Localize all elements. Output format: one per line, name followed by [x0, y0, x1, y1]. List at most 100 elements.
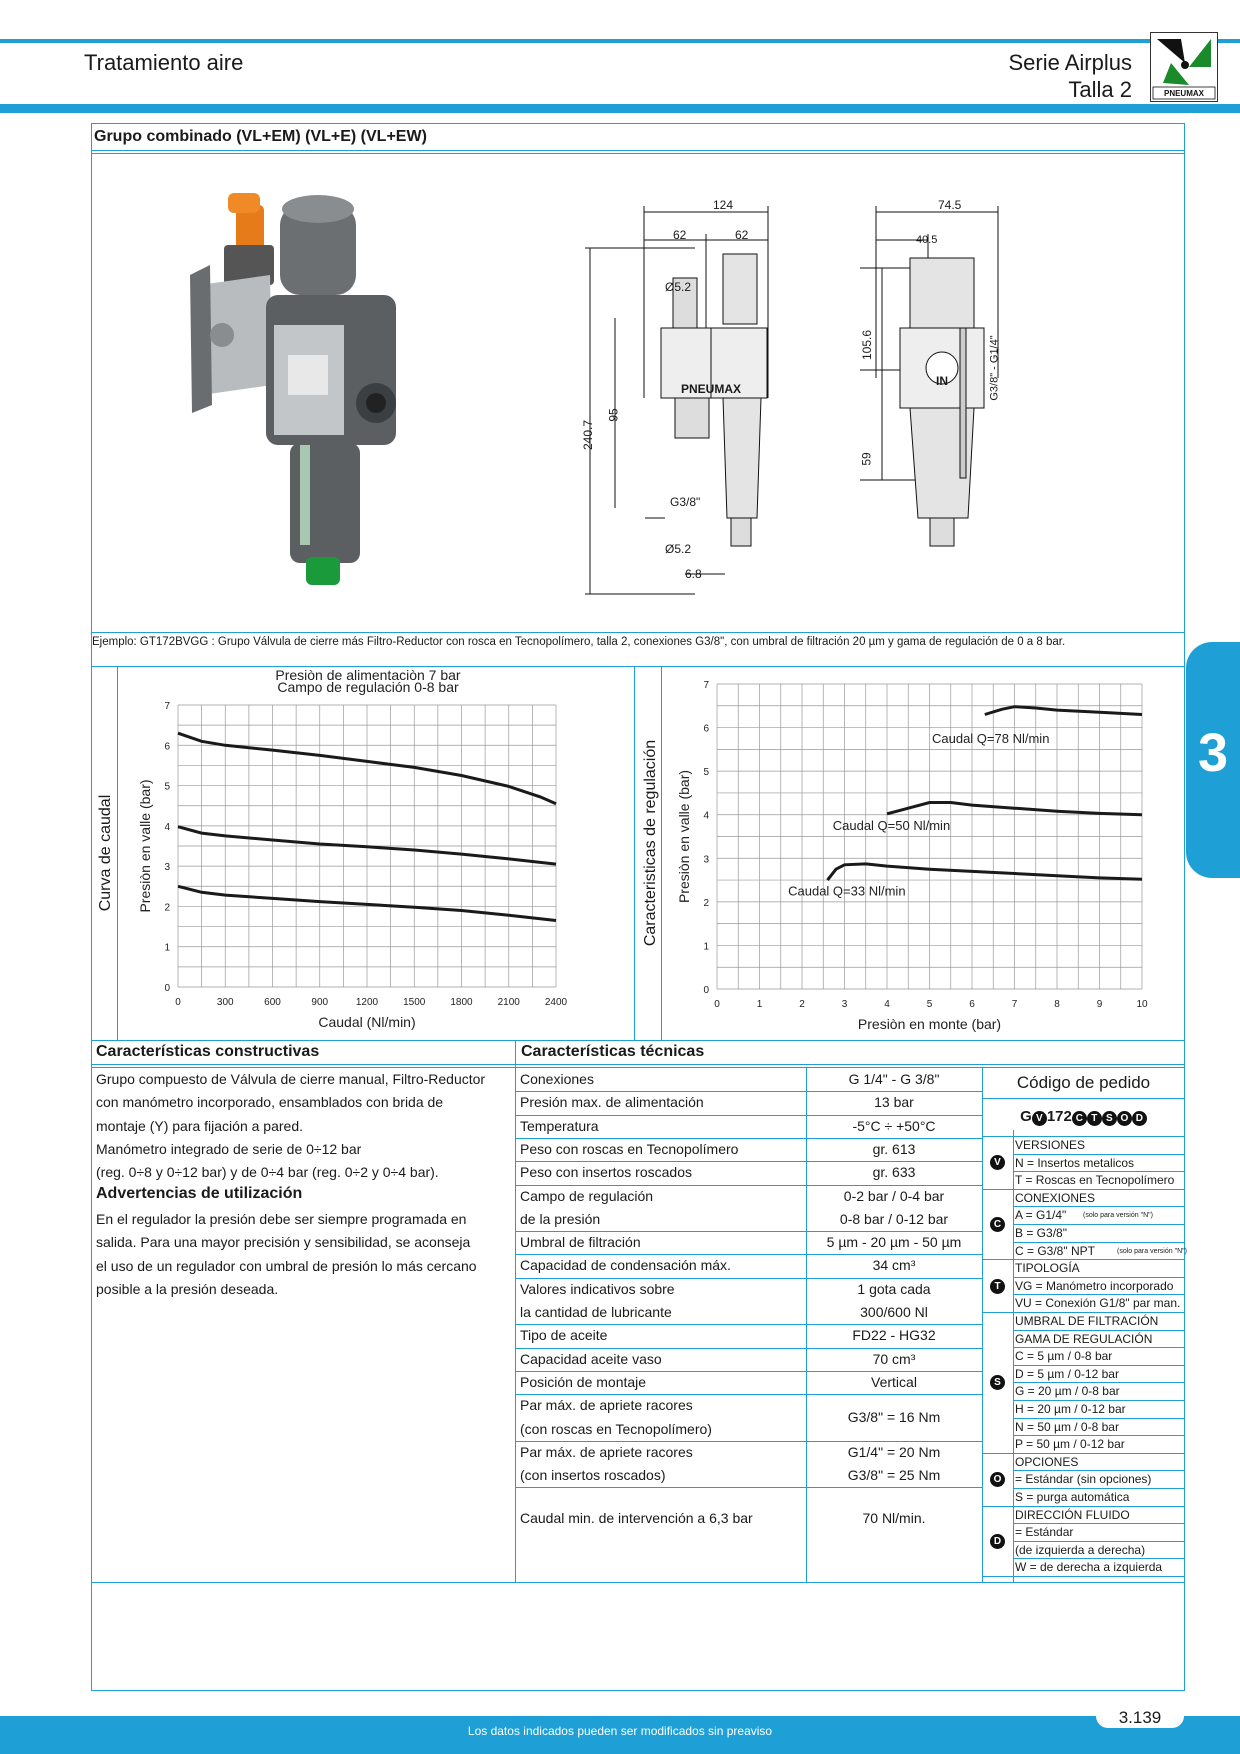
- tecnicas-label: Umbral de filtración: [520, 1234, 641, 1251]
- tecnicas-row-line: [515, 1231, 982, 1233]
- codigo-line: [1013, 1558, 1185, 1560]
- y-tick-label: 6: [164, 741, 170, 752]
- page-number-tab: 3.139: [1096, 1706, 1184, 1728]
- codigo-group-line: [982, 1505, 1185, 1507]
- codigo-item: N = Insertos metalicos: [1015, 1155, 1135, 1170]
- codigo-item: D = 5 µm / 0-12 bar: [1015, 1366, 1119, 1381]
- dim-g38: G3/8": [670, 495, 701, 509]
- codigo-group-line: [982, 1312, 1185, 1313]
- x-tick-label: 3: [842, 999, 848, 1010]
- codigo-badge: O: [990, 1472, 1005, 1488]
- front-dimension-drawing: 124 62 62 Ø5.2 240.7 95 G3/8" Ø5.2 6.8 P…: [581, 198, 805, 598]
- tecnicas-row-line: [515, 1161, 982, 1163]
- code-prefix: G: [1020, 1108, 1032, 1125]
- codigo-item: A = G1/4"(solo para versión "N"): [1015, 1208, 1153, 1223]
- side-dimension-drawing: 74.5 40.5 105.6 59 G3/8" - G1/4" IN: [860, 198, 1040, 598]
- codigo-line: [1013, 1470, 1185, 1472]
- y-tick-label: 3: [703, 854, 709, 865]
- codigo-group-line: [982, 1188, 1185, 1190]
- codigo-item: G = 20 µm / 0-8 bar: [1015, 1384, 1120, 1399]
- series-line: [826, 862, 1143, 882]
- x-tick-label: 2: [799, 999, 805, 1010]
- chapter-tab[interactable]: 3: [1186, 642, 1240, 878]
- series-name: Serie Airplus: [1008, 50, 1132, 75]
- content-frame: [91, 123, 1185, 1691]
- advertencias-line: salida. Para una mayor precisión y sensi…: [96, 1234, 471, 1251]
- tecnicas-value: G 1/4" - G 3/8": [848, 1071, 940, 1087]
- x-tick-label: 2100: [498, 997, 521, 1008]
- codigo-line: [1013, 1523, 1185, 1525]
- tecnicas-value: 70 cm³: [872, 1350, 916, 1367]
- code-t: T: [1086, 1111, 1102, 1126]
- y-tick-label: 5: [703, 767, 709, 778]
- codigo-group-line: [982, 1452, 1185, 1454]
- tecnicas-value: G3/8" = 25 Nm: [847, 1467, 941, 1484]
- chapter-number: 3: [1197, 723, 1229, 783]
- series-label: Caudal Q=50 Nl/min: [833, 818, 950, 833]
- tecnicas-row-line: [515, 1440, 982, 1442]
- dim-dia-top: Ø5.2: [665, 280, 692, 294]
- constructivas-line: montaje (Y) para fijación a pared.: [96, 1117, 303, 1134]
- tecnicas-label: Peso con insertos roscados: [520, 1164, 692, 1181]
- tecnicas-row-line: [515, 1137, 982, 1139]
- tecnicas-row-line: [515, 1254, 982, 1256]
- constructivas-line: (reg. 0÷8 y 0÷12 bar) y de 0÷4 bar (reg.…: [96, 1164, 439, 1181]
- series-line: [886, 801, 1143, 817]
- x-tick-label: 0: [714, 999, 720, 1010]
- codigo-badge: D: [990, 1533, 1005, 1549]
- chart1-side-label: Curva de caudal: [97, 794, 114, 912]
- tecnicas-row-line: [515, 1324, 982, 1326]
- chart-subtitle: Campo de regulación 0-8 bar: [277, 679, 459, 695]
- x-tick-label: 4: [884, 999, 890, 1010]
- chart-title: Presiòn de alimentaciòn 7 bar: [275, 668, 461, 683]
- x-tick-label: 10: [1136, 999, 1148, 1010]
- y-tick-label: 6: [703, 724, 709, 735]
- tecnicas-label: Campo de regulación: [520, 1187, 654, 1204]
- series-size: Talla 2: [1068, 77, 1132, 102]
- codigo-item: T = Roscas en Tecnopolímero: [1015, 1173, 1175, 1188]
- y-tick-label: 4: [164, 822, 170, 833]
- x-axis-label: Caudal (Nl/min): [318, 1014, 415, 1030]
- header-band: [0, 104, 1240, 113]
- codigo-item: P = 50 µm / 0-12 bar: [1015, 1437, 1125, 1452]
- tecnicas-row-line: [515, 1184, 982, 1186]
- tecnicas-label: Tipo de aceite: [520, 1327, 608, 1344]
- y-axis-label: Presiòn en valle (bar): [676, 770, 692, 903]
- in-port-label: IN: [936, 374, 948, 388]
- codigo-item: N = 50 µm / 0-8 bar: [1015, 1419, 1119, 1434]
- tecnicas-value: 5 µm - 20 µm - 50 µm: [826, 1234, 962, 1251]
- tecnicas-label: Conexiones: [520, 1071, 594, 1087]
- codigo-line: [1013, 1294, 1185, 1296]
- code-d: D: [1131, 1111, 1147, 1126]
- y-axis-label: Presiòn en valle (bar): [137, 779, 153, 912]
- codigo-badge: C: [990, 1217, 1005, 1232]
- tecnicas-label: de la presión: [520, 1210, 601, 1227]
- codigo-item: VU = Conexión G1/8" par man.: [1015, 1296, 1181, 1311]
- codigo-line: [1013, 1540, 1185, 1542]
- codigo-item: = Estándar: [1015, 1525, 1074, 1540]
- tecnicas-value: 13 bar: [874, 1094, 914, 1111]
- tecnicas-value: G1/4" = 20 Nm: [847, 1443, 941, 1460]
- codigo-item: C = 5 µm / 0-8 bar: [1015, 1349, 1113, 1364]
- tecnicas-label: Presión max. de alimentación: [520, 1094, 704, 1111]
- code-c: C: [1071, 1111, 1087, 1126]
- tecnicas-label: Caudal min. de intervención a 6,3 bar: [520, 1510, 753, 1527]
- tecnicas-label: Par máx. de apriete racores: [520, 1397, 693, 1414]
- codigo-note: (solo para versión "N"): [1117, 1247, 1187, 1255]
- code-v: V: [1031, 1111, 1047, 1126]
- tecnicas-row-line: [515, 1114, 982, 1116]
- x-tick-label: 300: [217, 997, 234, 1008]
- codigo-line: [1013, 1488, 1185, 1489]
- advertencias-line: posible a la presión deseada.: [96, 1280, 279, 1297]
- code-o: O: [1116, 1111, 1132, 1126]
- codigo-group-line: [982, 1259, 1185, 1261]
- codigo-group-head: OPCIONES: [1015, 1454, 1079, 1469]
- dim-405: 40.5: [916, 234, 938, 246]
- codigo-line: [1013, 1153, 1185, 1155]
- x-tick-label: 5: [927, 999, 933, 1010]
- y-tick-label: 7: [703, 680, 709, 691]
- constructivas-line: Grupo compuesto de Válvula de cierre man…: [96, 1071, 486, 1087]
- codigo-group-head: CONEXIONES: [1015, 1190, 1096, 1205]
- advertencias-line: En el regulador la presión debe ser siem…: [96, 1211, 467, 1227]
